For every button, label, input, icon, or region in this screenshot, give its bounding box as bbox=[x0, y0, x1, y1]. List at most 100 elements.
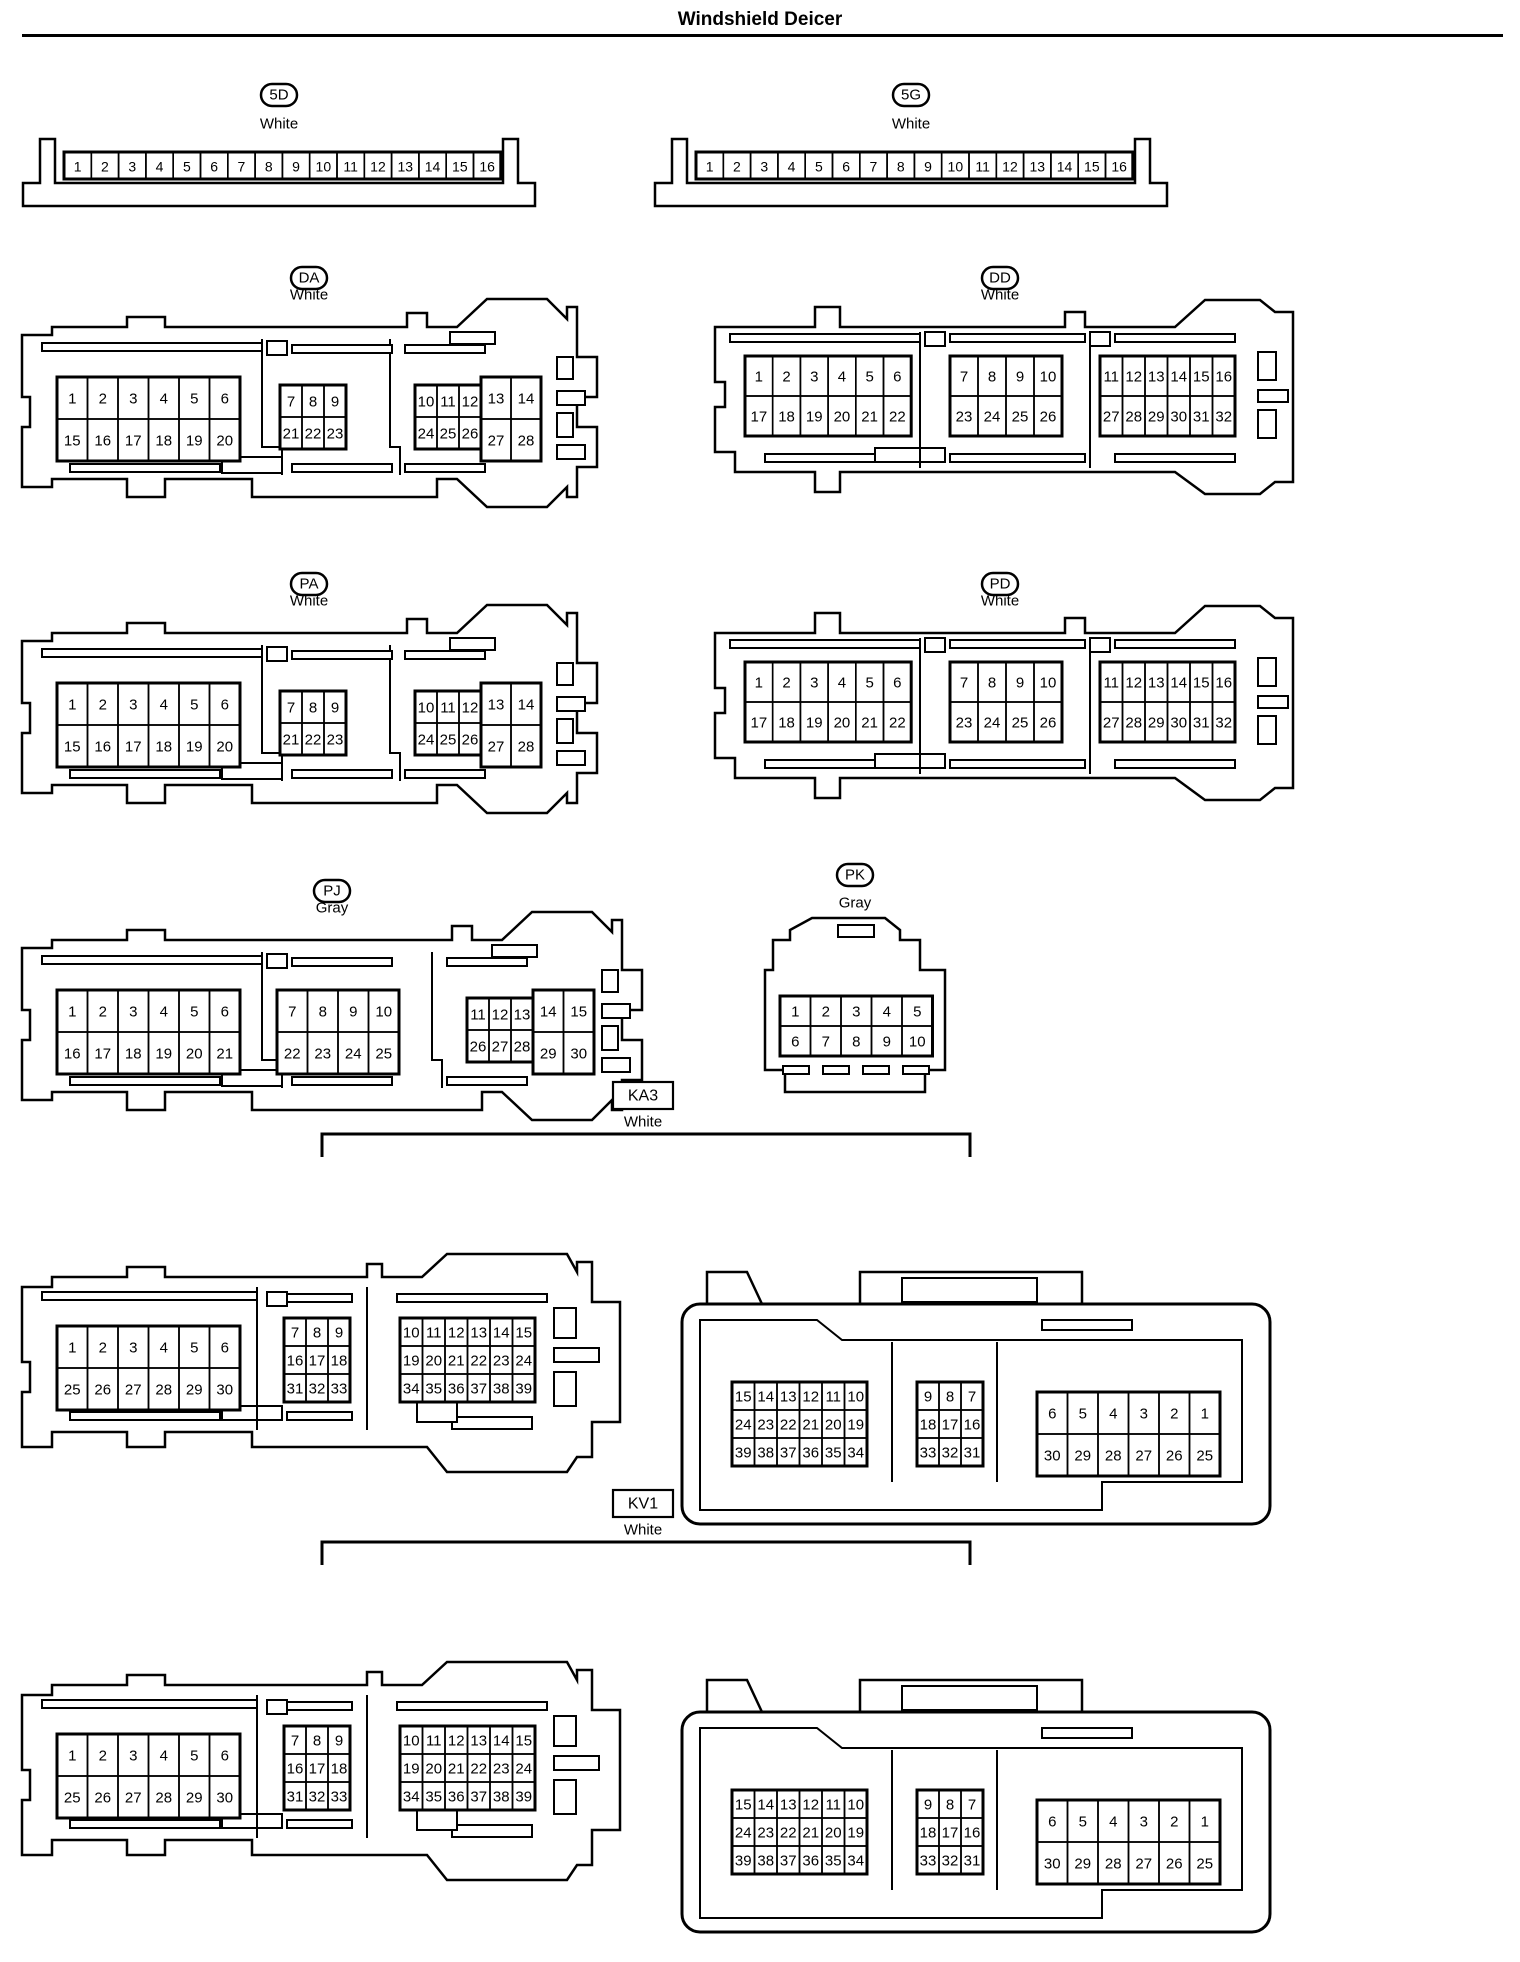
pin-number: 10 bbox=[847, 1389, 864, 1406]
housing-outline bbox=[21, 137, 537, 208]
pin-number: 28 bbox=[1125, 409, 1142, 426]
latch-slot bbox=[556, 444, 586, 460]
pin-number: 17 bbox=[309, 1761, 326, 1778]
pin-cell bbox=[1104, 151, 1134, 180]
pin-number: 7 bbox=[822, 1034, 830, 1051]
pin-number: 3 bbox=[810, 369, 818, 386]
pin-number: 32 bbox=[1215, 409, 1232, 426]
pin-number: 22 bbox=[284, 1046, 301, 1063]
housing-outline bbox=[20, 603, 599, 815]
pin-number: 6 bbox=[221, 697, 229, 714]
pin-number: 8 bbox=[309, 394, 317, 411]
pin-number: 22 bbox=[305, 426, 322, 443]
housing-inner bbox=[699, 1727, 1243, 1919]
pin-number: 8 bbox=[946, 1797, 954, 1814]
connector-color: White bbox=[290, 593, 328, 610]
pin-number: 8 bbox=[313, 1733, 321, 1750]
pin-number: 27 bbox=[1103, 409, 1120, 426]
housing-tab bbox=[705, 1678, 764, 1713]
pin-number: 29 bbox=[186, 1790, 203, 1807]
pin-number: 18 bbox=[125, 1046, 142, 1063]
pin-number: 19 bbox=[186, 433, 203, 450]
pin-number: 25 bbox=[1012, 409, 1029, 426]
latch-slot bbox=[901, 1685, 1038, 1711]
latch-slot bbox=[902, 1065, 930, 1075]
housing-outline bbox=[763, 916, 947, 1094]
pin-number: 32 bbox=[309, 1789, 326, 1806]
pin-number: 32 bbox=[309, 1381, 326, 1398]
pin-number: 17 bbox=[942, 1417, 959, 1434]
pin-cell bbox=[323, 416, 347, 450]
pin-number: 1 bbox=[706, 159, 714, 175]
pin-number: 12 bbox=[462, 394, 479, 411]
pin-number: 3 bbox=[1140, 1814, 1148, 1831]
bracket bbox=[320, 1132, 972, 1157]
housing-tab bbox=[705, 1270, 764, 1305]
bracket bbox=[320, 1540, 972, 1565]
pin-number: 22 bbox=[470, 1761, 487, 1778]
latch-slot bbox=[1257, 389, 1289, 403]
latch-slot bbox=[553, 1307, 577, 1339]
pin-cell bbox=[208, 1367, 241, 1411]
pin-number: 24 bbox=[418, 732, 435, 749]
pin-number: 17 bbox=[309, 1353, 326, 1370]
pin-number: 24 bbox=[515, 1353, 532, 1370]
pin-number: 25 bbox=[64, 1382, 81, 1399]
pin-number: 11 bbox=[426, 1325, 442, 1342]
pin-number: 9 bbox=[335, 1325, 343, 1342]
pin-number: 35 bbox=[425, 1381, 442, 1398]
pin-number: 31 bbox=[964, 1445, 981, 1462]
pin-number: 14 bbox=[757, 1797, 774, 1814]
pin-number: 3 bbox=[129, 1004, 137, 1021]
pin-number: 8 bbox=[265, 159, 273, 175]
pin-number: 16 bbox=[1215, 369, 1232, 386]
latch-slot bbox=[874, 753, 946, 769]
pin-number: 21 bbox=[802, 1825, 819, 1842]
latch-slot bbox=[291, 1076, 393, 1086]
pin-number: 37 bbox=[470, 1381, 487, 1398]
pin-number: 10 bbox=[1040, 369, 1057, 386]
pin-number: 1 bbox=[68, 1004, 76, 1021]
pin-number: 20 bbox=[216, 739, 233, 756]
pin-cell bbox=[562, 1031, 595, 1075]
latch-slot bbox=[949, 453, 1086, 463]
pin-number: 6 bbox=[842, 159, 850, 175]
connector-color: White bbox=[624, 1114, 662, 1131]
pin-number: 15 bbox=[735, 1797, 752, 1814]
latch-slot bbox=[924, 637, 946, 653]
latch-slot bbox=[286, 1411, 353, 1421]
pin-number: 30 bbox=[570, 1046, 587, 1063]
pin-number: 27 bbox=[125, 1790, 142, 1807]
pin-number: 7 bbox=[960, 369, 968, 386]
latch-slot bbox=[451, 1416, 533, 1430]
pin-number: 18 bbox=[920, 1825, 937, 1842]
connector-color: Gray bbox=[839, 895, 872, 912]
pin-number: 2 bbox=[782, 369, 790, 386]
connector-id-badge bbox=[289, 265, 329, 291]
divider bbox=[261, 645, 283, 781]
pin-number: 28 bbox=[518, 433, 535, 450]
pin-cell bbox=[1188, 1841, 1221, 1885]
pin-number: 20 bbox=[825, 1825, 842, 1842]
pin-number: 21 bbox=[861, 715, 878, 732]
pin-number: 17 bbox=[125, 433, 142, 450]
pin-number: 24 bbox=[418, 426, 435, 443]
latch-slot bbox=[291, 463, 393, 473]
pin-number: 20 bbox=[186, 1046, 203, 1063]
pin-number: 5 bbox=[190, 1748, 198, 1765]
pin-number: 29 bbox=[1148, 715, 1165, 732]
pin-number: 7 bbox=[960, 675, 968, 692]
pin-number: 3 bbox=[129, 1340, 137, 1357]
pin-number: 31 bbox=[287, 1789, 304, 1806]
pin-number: 4 bbox=[1109, 1814, 1117, 1831]
pin-cell bbox=[208, 724, 241, 768]
pin-number: 10 bbox=[403, 1733, 420, 1750]
pin-number: 13 bbox=[397, 159, 413, 175]
latch-slot bbox=[69, 1076, 221, 1086]
pin-number: 29 bbox=[1074, 1856, 1091, 1873]
latch-slot bbox=[601, 1057, 631, 1073]
pin-number: 10 bbox=[316, 159, 332, 175]
connector-id: KV1 bbox=[628, 1496, 658, 1513]
pin-number: 28 bbox=[1125, 715, 1142, 732]
